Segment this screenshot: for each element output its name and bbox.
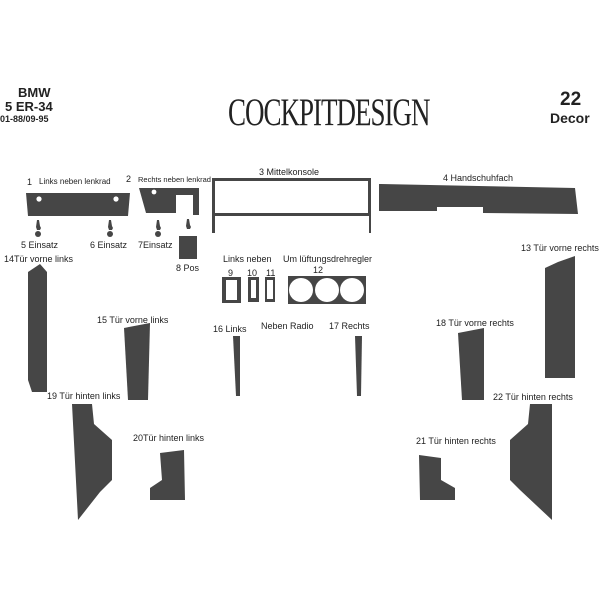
part-14 bbox=[28, 264, 47, 392]
part-18 bbox=[458, 328, 484, 400]
part-6-label: 6 Einsatz bbox=[90, 240, 128, 250]
part-19 bbox=[72, 404, 112, 520]
part-12-num: 12 bbox=[313, 265, 324, 275]
part-9-num: 9 bbox=[228, 268, 234, 278]
neben-radio-label: Neben Radio bbox=[261, 321, 314, 331]
part-16-label: 16 Links bbox=[213, 324, 247, 334]
part-15-label: 15 Tür vorne links bbox=[97, 315, 169, 325]
part-1-label: Links neben lenkrad bbox=[39, 177, 111, 186]
part-14-label: 14Tür vorne links bbox=[4, 254, 74, 264]
part-11-num: 11 bbox=[266, 268, 276, 278]
part-2-num: 2 bbox=[126, 174, 132, 184]
part-1-num: 1 bbox=[27, 177, 33, 187]
part-1 bbox=[26, 193, 130, 216]
part-22-label: 22 Tür hinten rechts bbox=[493, 392, 573, 402]
part-11 bbox=[265, 277, 275, 302]
part-10-num: 10 bbox=[247, 268, 258, 278]
part-12 bbox=[288, 276, 366, 304]
part-13-label: 13 Tür vorne rechts bbox=[521, 243, 599, 253]
car-years: 01-88/09-95 bbox=[0, 114, 49, 124]
part-15 bbox=[124, 323, 150, 400]
part-22 bbox=[510, 404, 552, 520]
part-17-label: 17 Rechts bbox=[329, 321, 370, 331]
brand-logo: COCKPITDESIGN bbox=[228, 90, 431, 134]
part-9 bbox=[222, 277, 241, 303]
kit-number: 22 bbox=[560, 89, 582, 110]
insert-pointers bbox=[35, 219, 191, 237]
kit-type: Decor bbox=[550, 110, 590, 126]
part-10 bbox=[248, 277, 259, 302]
part-8 bbox=[179, 236, 197, 259]
part-21-label: 21 Tür hinten rechts bbox=[416, 436, 496, 446]
part-16 bbox=[233, 336, 240, 396]
part-2 bbox=[139, 188, 199, 215]
part-21 bbox=[419, 455, 455, 500]
part-2-label: Rechts neben lenkrad bbox=[138, 175, 211, 184]
part-18-label: 18 Tür vorne rechts bbox=[436, 318, 514, 328]
car-make: BMW bbox=[18, 85, 51, 100]
part-17 bbox=[355, 336, 362, 396]
part-13 bbox=[545, 256, 575, 378]
part-3 bbox=[212, 178, 371, 233]
part-5-label: 5 Einsatz bbox=[21, 240, 59, 250]
part-4 bbox=[379, 184, 578, 214]
part-19-label: 19 Tür hinten links bbox=[47, 391, 121, 401]
part-12-label: Um lüftungsdrehregler bbox=[283, 254, 373, 264]
part-3-label: 3 Mittelkonsole bbox=[259, 167, 320, 177]
part-4-label: 4 Handschuhfach bbox=[443, 173, 514, 183]
group-links-neben-label: Links neben bbox=[223, 254, 272, 264]
car-model: 5 ER-34 bbox=[5, 99, 53, 114]
part-8-label: 8 Pos bbox=[176, 263, 200, 273]
part-20 bbox=[150, 450, 185, 500]
part-20-label: 20Tür hinten links bbox=[133, 433, 205, 443]
part-7-label: 7Einsatz bbox=[138, 240, 173, 250]
